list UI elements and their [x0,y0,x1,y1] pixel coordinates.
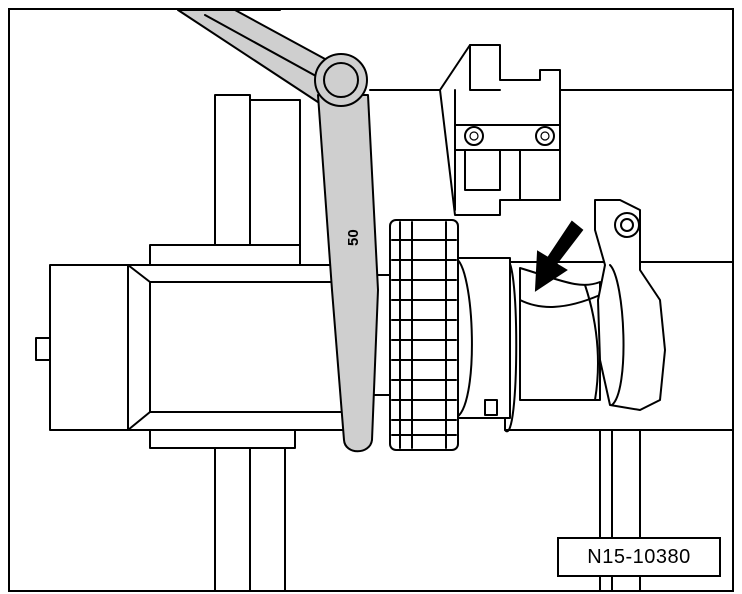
camshaft-sprocket [389,219,459,451]
bearing-clamp [594,199,666,411]
camshaft-housing [35,244,351,449]
figure-reference-label: N15-10380 [557,537,721,577]
mounting-bracket [439,44,561,216]
reference-number: N15-10380 [587,545,691,568]
indicator-arrow [534,220,584,292]
tool-marking: 50 [345,229,362,246]
counterhold-tool: 50 [177,9,379,453]
